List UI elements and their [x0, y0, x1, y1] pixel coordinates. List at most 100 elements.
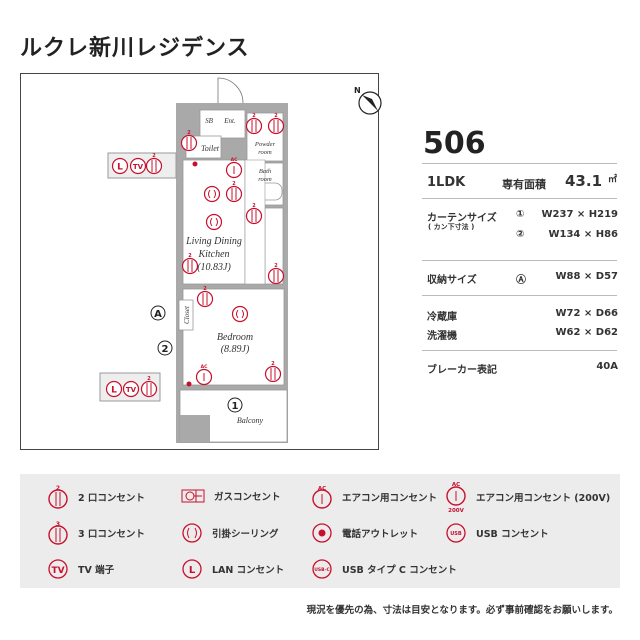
- usb-outlet-icon: USB: [446, 523, 466, 543]
- toilet-label: Toilet: [201, 144, 220, 153]
- ceiling-hook-icon: [182, 523, 202, 543]
- entrance-area: [199, 109, 246, 139]
- ac-outlet-200v-icon: AC 200V: [446, 482, 466, 514]
- svg-text:TV: TV: [51, 566, 64, 576]
- svg-text:2: 2: [147, 376, 151, 382]
- svg-text:TV: TV: [126, 386, 137, 394]
- closet-label: Closet: [183, 305, 191, 324]
- lan-outlet-icon: L: [182, 559, 202, 579]
- washer-label: 洗濯機: [427, 331, 457, 342]
- breaker-label: ブレーカー表記: [427, 365, 497, 376]
- legend-item-phone: 電話アウトレット: [310, 522, 418, 544]
- svg-text:L: L: [189, 565, 196, 576]
- ac-outlet-icon: AC: [195, 364, 213, 386]
- legend-item-usb: USB USB コンセント: [444, 522, 549, 544]
- curtain-marker-1: 1: [232, 401, 239, 412]
- svg-text:2: 2: [187, 130, 191, 136]
- breaker-value: 40A: [596, 361, 618, 372]
- bedroom-area: (8.89J): [221, 344, 250, 355]
- balcony-label: Balcony: [237, 416, 264, 425]
- storage-marker-a: A: [154, 309, 162, 320]
- ceiling-hook-icon: [203, 185, 221, 203]
- svg-text:AC: AC: [201, 364, 208, 370]
- divider: [422, 350, 617, 351]
- storage-size-label: 収納サイズ: [427, 275, 477, 286]
- svg-text:USB-C: USB-C: [314, 567, 330, 573]
- gas-outlet-icon: [181, 489, 205, 503]
- curtain-1-marker: ①: [516, 209, 525, 220]
- area-label: 専有面積: [502, 178, 546, 191]
- legend-item-lan: L LAN コンセント: [180, 558, 284, 580]
- disclaimer-note: 現況を優先の為、寸法は目安となります。必ず事前確認をお願いします。: [306, 605, 618, 616]
- outlet-icon: 2: [245, 203, 263, 225]
- svg-text:2: 2: [152, 153, 156, 159]
- outlet-icon: 2: [196, 286, 214, 308]
- svg-text:2: 2: [252, 203, 256, 209]
- svg-text:2: 2: [232, 181, 236, 187]
- curtain-2-marker: ②: [516, 229, 525, 240]
- curtain-marker-2: 2: [162, 344, 169, 355]
- outlet-icon: 2: [140, 376, 158, 398]
- svg-text:N: N: [354, 86, 361, 95]
- bath-label-2: room: [258, 176, 272, 183]
- closet: [178, 299, 194, 331]
- entrance-label: Ent.: [223, 117, 236, 125]
- svg-text:2: 2: [188, 253, 192, 259]
- usb-c-outlet-icon: USB-C: [312, 559, 332, 579]
- svg-text:2: 2: [252, 113, 256, 119]
- floor-plan-frame: [20, 73, 379, 450]
- ceiling-hook-icon: [231, 305, 249, 323]
- phone-outlet-icon: [192, 161, 198, 167]
- legend-item-gas: ガスコンセント: [180, 486, 281, 506]
- outlet-icon: 2: [267, 263, 285, 285]
- legend-item-3-outlet: 3 3 口コンセント: [46, 520, 145, 546]
- tv-terminal-icon: TV: [48, 559, 68, 579]
- outlet-2-icon: 2: [48, 485, 68, 509]
- bath-label: Bath: [259, 168, 271, 175]
- svg-text:2: 2: [274, 113, 278, 119]
- ldk-label-2: Kitchen: [197, 249, 229, 260]
- property-title: ルクレ新川レジデンス: [20, 36, 250, 61]
- lan-outlet-icon: L: [111, 157, 129, 175]
- sb-label: SB: [205, 117, 214, 125]
- outlet-3-icon: 3: [48, 521, 68, 545]
- storage-size: W88 × D57: [555, 271, 618, 282]
- svg-text:2: 2: [56, 485, 60, 492]
- svg-text:AC: AC: [318, 486, 326, 492]
- unit-number: 506: [423, 126, 486, 161]
- svg-text:L: L: [117, 163, 123, 173]
- legend-item-tv: TV TV 端子: [46, 558, 114, 580]
- bedroom-label: Bedroom: [217, 332, 253, 343]
- ldk-label: Living Dining: [185, 236, 242, 247]
- ac-outlet-icon: AC: [312, 486, 332, 509]
- fridge-label: 冷蔵庫: [427, 312, 457, 323]
- curtain-1-size: W237 × H219: [541, 209, 619, 220]
- tv-terminal-icon: TV: [122, 380, 140, 398]
- svg-text:2: 2: [274, 263, 278, 269]
- entrance-door: [217, 77, 244, 104]
- svg-text:2: 2: [271, 361, 275, 367]
- ac-outlet-icon: AC: [225, 157, 243, 179]
- legend-item-ceiling: 引掛シーリング: [180, 522, 279, 544]
- svg-text:USB: USB: [450, 531, 462, 537]
- curtain-size-label: カーテンサイズ: [427, 213, 497, 224]
- svg-text:AC: AC: [452, 482, 460, 488]
- layout-type: 1LDK: [427, 175, 466, 190]
- svg-text:2: 2: [203, 286, 207, 292]
- legend-item-2-outlet: 2 2 口コンセント: [46, 484, 145, 510]
- divider: [422, 198, 617, 199]
- area-value: 43.1: [565, 172, 603, 190]
- compass-icon: N: [354, 86, 382, 115]
- outlet-icon: 2: [245, 113, 263, 135]
- legend-item-usb-c: USB-C USB タイプ C コンセント: [310, 558, 457, 580]
- outlet-icon: 2: [267, 113, 285, 135]
- powder-room-label-2: room: [258, 149, 272, 156]
- svg-text:200V: 200V: [448, 508, 464, 514]
- svg-text:AC: AC: [231, 157, 238, 163]
- divider: [422, 260, 617, 261]
